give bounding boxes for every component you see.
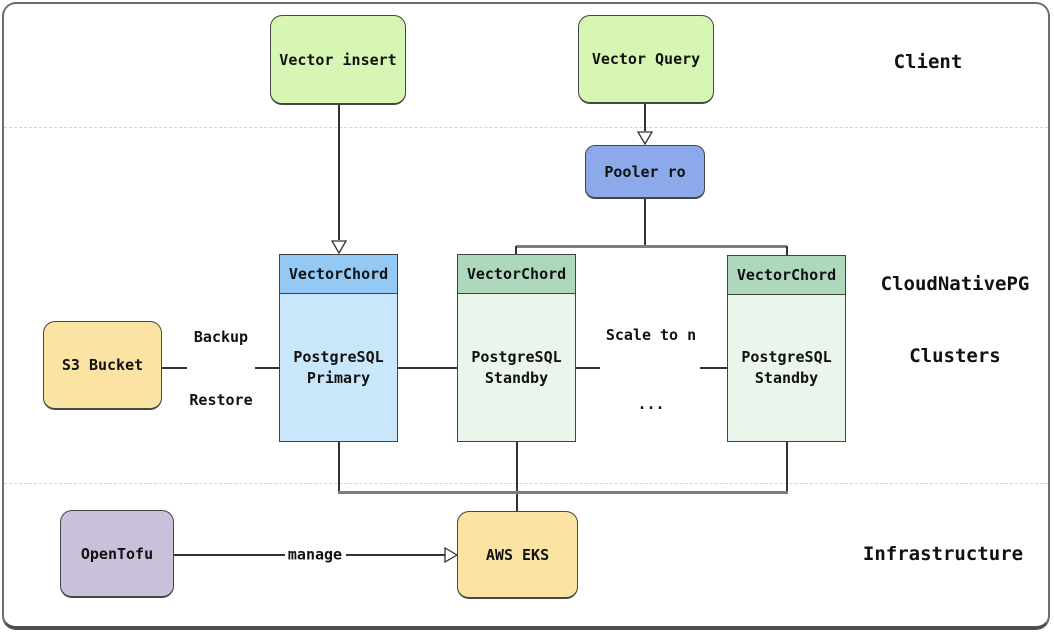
zone-label-line: CloudNativePG [880,273,1030,295]
edge-label-line: Scale to n [605,326,697,344]
node-header-vectorchord: VectorChord [280,255,397,294]
edge-label-scale: Scale to n ... [603,278,699,462]
zone-divider-client-clusters [4,127,1048,128]
edge-pooler-fanout [516,245,787,248]
node-body-line: Primary [306,368,371,387]
zone-label-cloudnativepg-clusters: CloudNativePG Clusters [881,224,1030,416]
edge-label-manage: manage [285,544,345,566]
edge-primary-to-standby1 [398,367,457,369]
edge-s3-backup-right [255,367,279,369]
node-header-vectorchord: VectorChord [728,256,845,295]
node-header-vectorchord: VectorChord [458,255,575,294]
node-body: PostgreSQL Primary [280,294,397,441]
arrowhead-right-icon [444,547,458,563]
node-vector-insert: Vector insert [270,15,406,105]
zone-label-line: Clusters [909,345,1001,367]
edge-vector-insert-to-primary [338,105,340,240]
edge-pooler-down [644,199,646,246]
arrowhead-down-icon [331,240,347,254]
node-body-line: Standby [754,369,819,387]
zone-divider-clusters-infrastructure [4,483,1048,484]
arrowhead-down-icon [637,131,653,145]
node-pooler-ro: Pooler ro [585,145,705,199]
node-opentofu: OpenTofu [60,510,174,598]
edge-manage-left [173,554,285,556]
edge-vector-query-to-pooler [644,104,646,131]
node-postgresql-standby-2: VectorChord PostgreSQL Standby [727,255,846,442]
edge-standby1-to-eks [516,442,518,511]
edge-scale-left [576,367,600,369]
node-aws-eks: AWS EKS [457,511,578,599]
edge-manage-right [346,554,445,556]
edge-label-line: Backup [193,328,249,346]
node-postgresql-primary: VectorChord PostgreSQL Primary [279,254,398,442]
edge-fanout-to-standby2 [786,246,788,256]
node-vector-query: Vector Query [578,15,714,104]
node-body: PostgreSQL Standby [458,294,575,441]
edge-s3-backup-left [162,367,187,369]
edge-clusters-bus [338,491,788,494]
node-s3-bucket: S3 Bucket [43,321,162,410]
edge-scale-right [700,367,727,369]
node-body-line: Standby [484,368,549,387]
zone-label-client: Client [893,51,963,73]
zone-label-infrastructure: Infrastructure [862,543,1024,565]
edge-primary-down [338,442,340,492]
edge-label-backup-restore: Backup Restore [187,285,255,453]
node-postgresql-standby-1: VectorChord PostgreSQL Standby [457,254,576,442]
node-body-line: PostgreSQL [471,347,562,366]
node-body-line: PostgreSQL [741,348,832,366]
node-body-line: PostgreSQL [293,347,384,366]
edge-standby2-down [786,442,788,492]
edge-label-line: Restore [189,391,253,409]
edge-label-line: ... [637,395,665,413]
node-body: PostgreSQL Standby [728,295,845,441]
edge-fanout-to-standby1 [515,246,517,255]
